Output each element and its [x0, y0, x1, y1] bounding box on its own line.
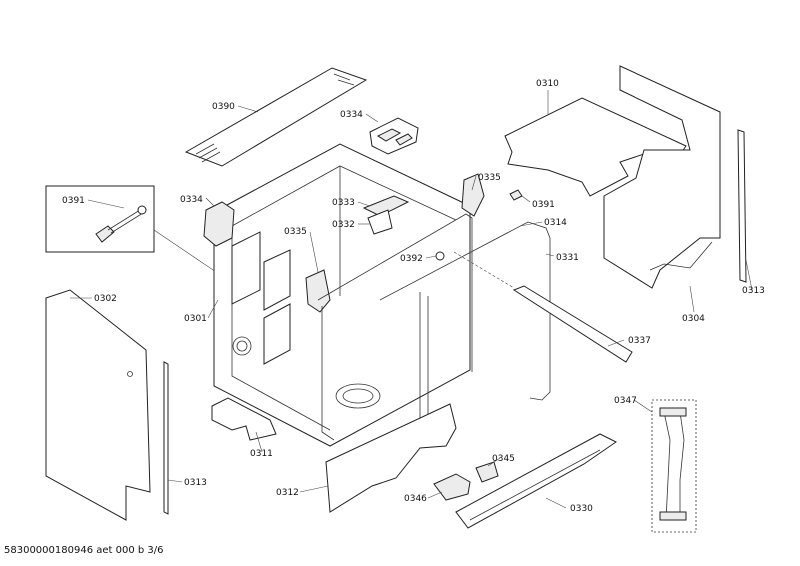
label-0345: 0345 — [492, 454, 515, 464]
label-0337: 0337 — [628, 336, 651, 346]
label-0335-top: 0335 — [478, 173, 501, 183]
part-0333-part-0332-latch — [362, 195, 410, 235]
part-0346-bracket — [433, 473, 471, 501]
part-0304-side-wall — [603, 65, 721, 289]
label-0313-left: 0313 — [184, 478, 207, 488]
label-0391-right: 0391 — [532, 200, 555, 210]
label-0333: 0333 — [332, 198, 355, 208]
label-0334-side: 0334 — [180, 195, 203, 205]
label-0311: 0311 — [250, 449, 273, 459]
part-0313-side-strip-right — [737, 129, 747, 283]
exploded-parts-diagram: 0390 0334 0310 0391 0334 0333 0335 0391 … — [45, 65, 765, 533]
part-0302-front-panel — [45, 289, 151, 521]
label-0346: 0346 — [404, 494, 427, 504]
label-0313-right: 0313 — [742, 286, 765, 296]
label-0335-side: 0335 — [284, 227, 307, 237]
label-0330: 0330 — [570, 504, 593, 514]
reference-labels: 0390 0334 0310 0391 0334 0333 0335 0391 … — [62, 79, 765, 514]
part-0301-tub-frame — [203, 143, 485, 447]
part-0334-clip — [369, 117, 419, 155]
drawing-number-footer: 58300000180946 aet 000 b 3/6 — [4, 545, 164, 556]
part-0392-bearing — [435, 251, 445, 261]
part-0345-bracket — [475, 461, 499, 483]
part-0347-hose — [651, 399, 697, 533]
label-0312: 0312 — [276, 488, 299, 498]
part-0390-top-plate — [184, 67, 368, 167]
label-0310: 0310 — [536, 79, 559, 89]
label-0347: 0347 — [614, 396, 637, 406]
label-0331: 0331 — [556, 253, 579, 263]
label-0304: 0304 — [682, 314, 705, 324]
leader-lines — [70, 90, 753, 509]
label-0390: 0390 — [212, 102, 235, 112]
part-0313-side-strip-left — [163, 361, 169, 515]
label-0334-top: 0334 — [340, 110, 363, 120]
label-0301: 0301 — [184, 314, 207, 324]
part-0391-screw — [509, 189, 523, 201]
label-0314: 0314 — [544, 218, 567, 228]
part-0311-base-plinth — [211, 397, 277, 441]
part-0330-bottom-rail — [455, 433, 617, 529]
part-0335-hinge-bracket — [305, 269, 331, 313]
label-0392: 0392 — [400, 254, 423, 264]
part-0312-kick-strip — [325, 403, 457, 513]
part-0310-insulation-mat — [504, 97, 687, 197]
label-0302: 0302 — [94, 294, 117, 304]
label-0391-box: 0391 — [62, 196, 85, 206]
part-0337-rail — [453, 251, 633, 363]
label-0332: 0332 — [332, 220, 355, 230]
